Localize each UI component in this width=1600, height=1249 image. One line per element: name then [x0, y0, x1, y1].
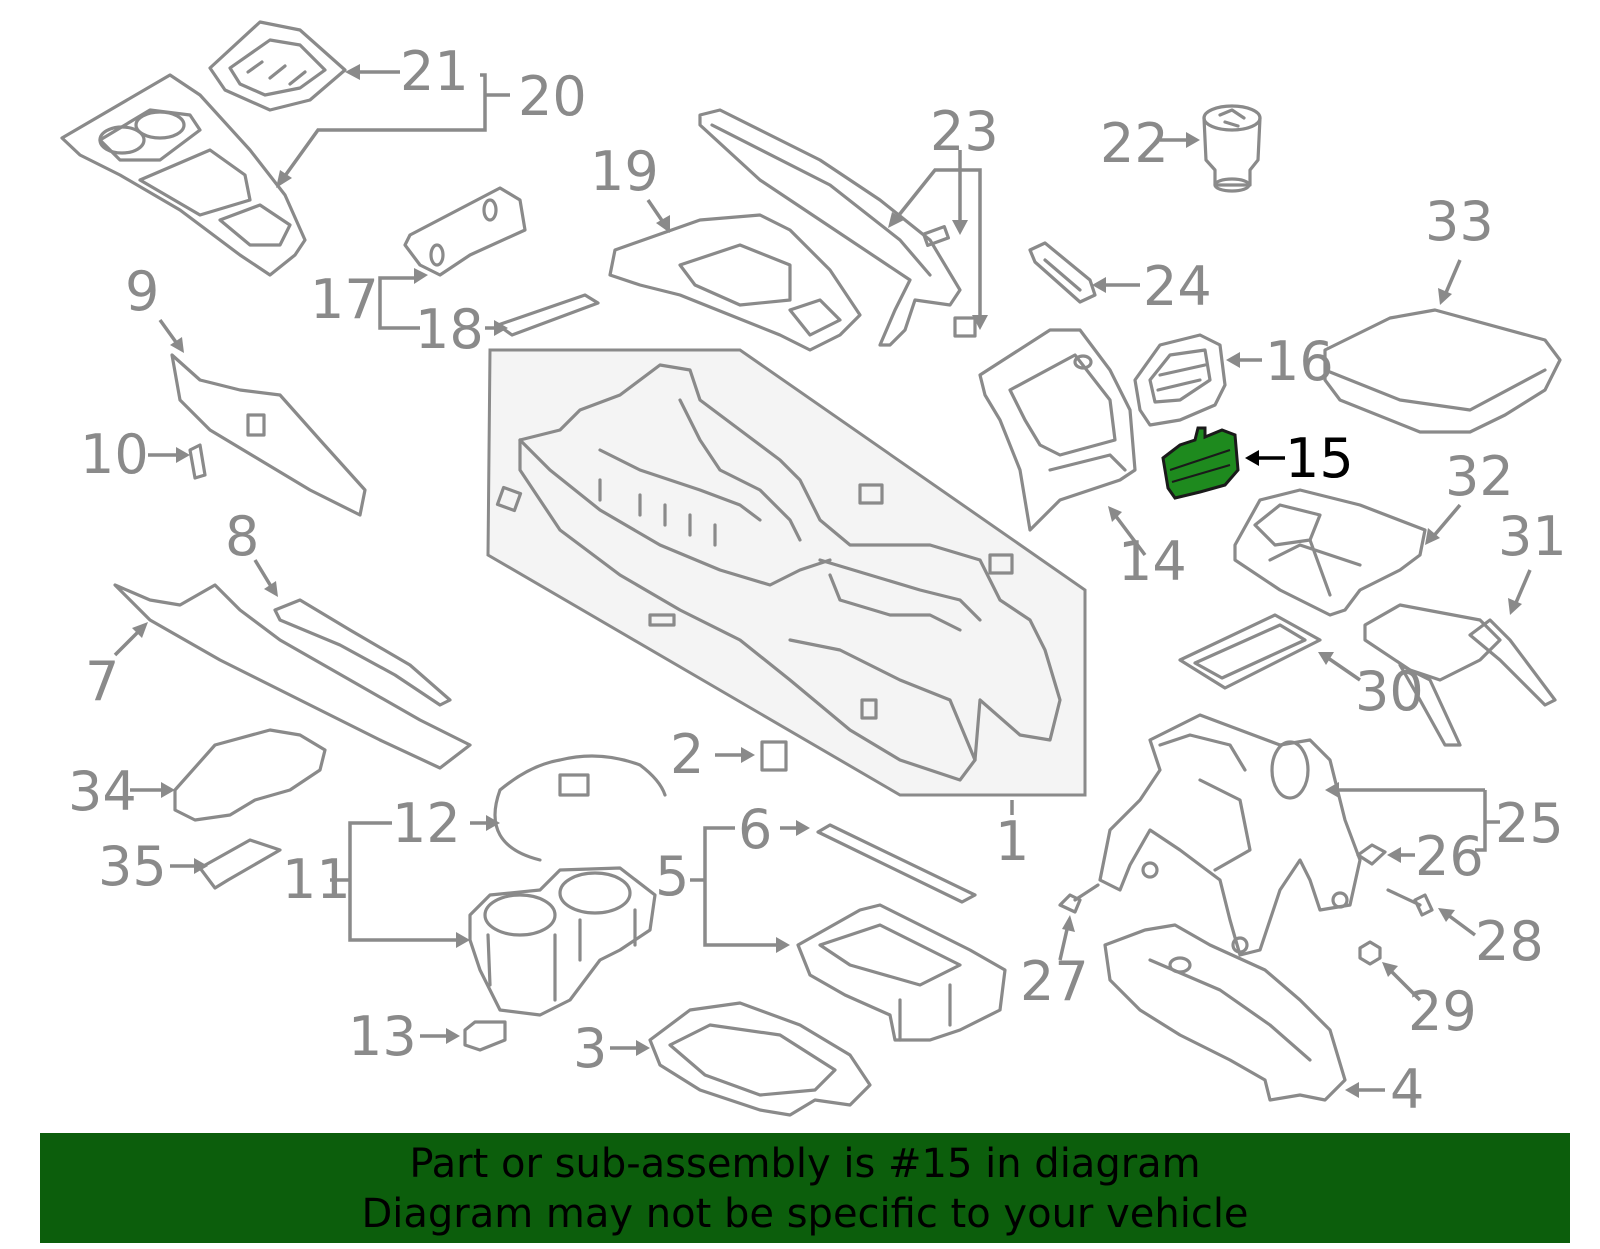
- callout-30: 30: [1355, 660, 1424, 723]
- callout-19: 19: [590, 140, 659, 203]
- callout-15: 15: [1285, 427, 1354, 490]
- callout-28: 28: [1475, 910, 1544, 973]
- callout-24: 24: [1143, 255, 1212, 318]
- callout-35: 35: [98, 835, 167, 898]
- callout-27: 27: [1020, 950, 1089, 1013]
- part-9-side-panel[interactable]: [170, 353, 367, 517]
- info-banner: Part or sub-assembly is #15 in diagram D…: [40, 1133, 1570, 1243]
- part-22-knob[interactable]: [1202, 104, 1262, 193]
- part-35-clip[interactable]: [198, 838, 282, 890]
- part-33-armrest-lid[interactable]: [1323, 308, 1562, 434]
- part-15-highlighted[interactable]: [1161, 426, 1240, 500]
- callout-31: 31: [1498, 505, 1567, 568]
- part-23-side-trim[interactable]: [698, 108, 977, 347]
- part-28-bolt[interactable]: [1386, 888, 1434, 917]
- callout-18: 18: [415, 298, 484, 361]
- part-31-bracket[interactable]: [1363, 603, 1557, 747]
- callout-10: 10: [80, 423, 149, 486]
- part-29-nut[interactable]: [1358, 940, 1382, 966]
- part-5-storage-bin[interactable]: [796, 903, 1007, 1042]
- callout-labels: 1 2 3 4 5 6 7 8 9 10 11 12 13 14 15 16 1…: [68, 40, 1567, 1121]
- part-10-clip[interactable]: [188, 443, 207, 480]
- part-16-vent-bezel[interactable]: [1133, 333, 1227, 427]
- part-25-bracket-assembly[interactable]: [1098, 713, 1362, 957]
- callout-2: 2: [670, 723, 704, 786]
- banner-line-2: Diagram may not be specific to your vehi…: [361, 1191, 1249, 1237]
- part-14-front-panel[interactable]: [978, 328, 1137, 532]
- callout-8: 8: [225, 505, 259, 568]
- callout-29: 29: [1408, 980, 1477, 1043]
- banner-line-1: Part or sub-assembly is #15 in diagram: [409, 1141, 1201, 1187]
- callout-23: 23: [930, 100, 999, 163]
- part-13-clip[interactable]: [463, 1020, 507, 1052]
- part-6-strip[interactable]: [816, 823, 977, 904]
- callout-11: 11: [282, 848, 351, 911]
- callout-5: 5: [655, 845, 689, 908]
- callout-33: 33: [1425, 190, 1494, 253]
- part-12-wire[interactable]: [493, 754, 667, 862]
- callout-20: 20: [518, 65, 587, 128]
- callout-13: 13: [348, 1005, 417, 1068]
- callout-32: 32: [1445, 445, 1514, 508]
- callout-22: 22: [1100, 112, 1169, 175]
- callout-1: 1: [995, 810, 1029, 873]
- part-3-trim-ring[interactable]: [648, 1001, 872, 1117]
- callout-12: 12: [392, 792, 461, 855]
- callout-14: 14: [1118, 530, 1187, 593]
- part-26-clip[interactable]: [1356, 843, 1387, 866]
- part-7-lower-trim[interactable]: [113, 583, 472, 770]
- part-19-trim-panel[interactable]: [608, 213, 862, 352]
- part-1-center-console[interactable]: [486, 348, 1087, 797]
- leader-lines: [113, 64, 1532, 1098]
- part-4-lower-bracket[interactable]: [1103, 923, 1347, 1102]
- part-8-trim-strip[interactable]: [273, 598, 452, 707]
- callout-34: 34: [68, 760, 137, 823]
- part-18-strip[interactable]: [496, 293, 600, 337]
- part-32-storage-tray[interactable]: [1233, 488, 1427, 617]
- callout-17: 17: [310, 268, 379, 331]
- callout-21: 21: [400, 40, 469, 103]
- callout-9: 9: [125, 260, 159, 323]
- part-17-bracket[interactable]: [403, 186, 527, 277]
- part-2-pad[interactable]: [760, 740, 788, 772]
- callout-7: 7: [85, 650, 119, 713]
- part-27-bolt[interactable]: [1058, 883, 1100, 914]
- part-30-tray-mat[interactable]: [1178, 613, 1322, 690]
- callout-6: 6: [738, 798, 772, 861]
- callout-4: 4: [1390, 1058, 1424, 1121]
- callout-25: 25: [1495, 792, 1564, 855]
- part-24-insert[interactable]: [1028, 241, 1097, 304]
- callout-3: 3: [573, 1017, 607, 1080]
- callout-26: 26: [1415, 825, 1484, 888]
- part-34-mat[interactable]: [173, 728, 327, 822]
- part-21-switch-bezel[interactable]: [208, 20, 347, 112]
- callout-16: 16: [1265, 330, 1334, 393]
- part-20-upper-trim[interactable]: [60, 73, 307, 277]
- part-11-cup-holder[interactable]: [468, 866, 657, 1017]
